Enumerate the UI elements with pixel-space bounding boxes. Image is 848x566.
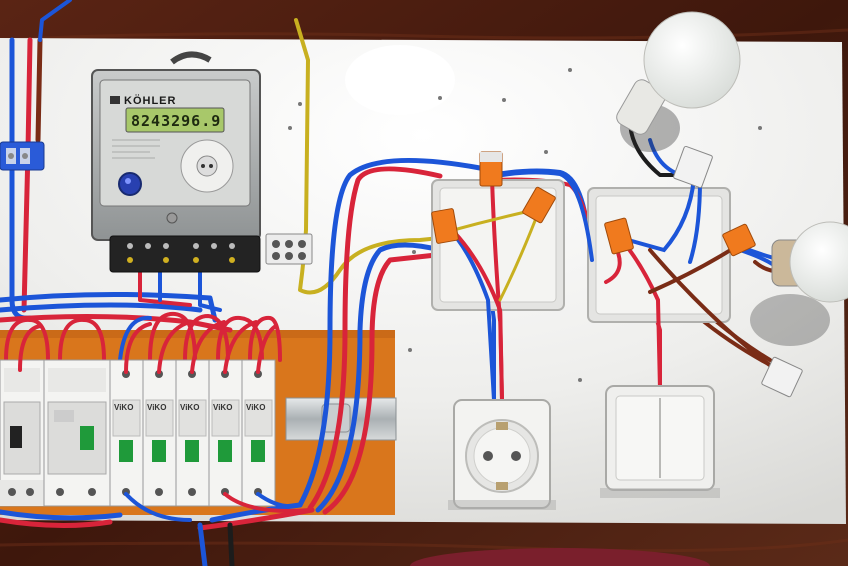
board-screw-holes [288, 68, 762, 382]
breaker-brand-3: ViKO [180, 403, 199, 412]
breaker-brand-1: ViKO [114, 403, 133, 412]
meter-button [118, 172, 142, 196]
power-socket-icon [448, 399, 556, 510]
meter-reading: 8243296.9 [131, 112, 221, 130]
circuit-breaker-icon: ViKO [175, 359, 210, 507]
breaker-brand-2: ViKO [147, 403, 166, 412]
electric-meter-icon: KÖHLER 8243296.9 [91, 51, 261, 273]
wago-connector-icon [431, 145, 803, 398]
circuit-breaker-icon: ViKO [109, 359, 144, 507]
circuit-breaker-icon: ViKO [208, 359, 243, 507]
breaker-brand-4: ViKO [213, 403, 232, 412]
cloth-foreground [410, 548, 710, 566]
circuit-breaker-icon [43, 359, 111, 507]
breaker-brand-5: ViKO [246, 403, 265, 412]
double-switch-icon [600, 385, 720, 498]
circuit-breaker-icon: ViKO [241, 359, 276, 507]
circuit-breaker-icon: ViKO [142, 359, 177, 507]
light-bulb-icon [750, 221, 848, 346]
breaker-row: ViKO ViKO ViKO ViKO ViKO [0, 359, 276, 507]
meter-brand: KÖHLER [124, 94, 176, 107]
circuit-breaker-icon [0, 359, 45, 507]
light-bulb-icon [616, 11, 741, 152]
breaker-feed-wires [18, 320, 312, 522]
left-terminal-block [0, 141, 45, 171]
meter-lcd [125, 107, 225, 133]
earth-terminal-strip [265, 233, 313, 265]
